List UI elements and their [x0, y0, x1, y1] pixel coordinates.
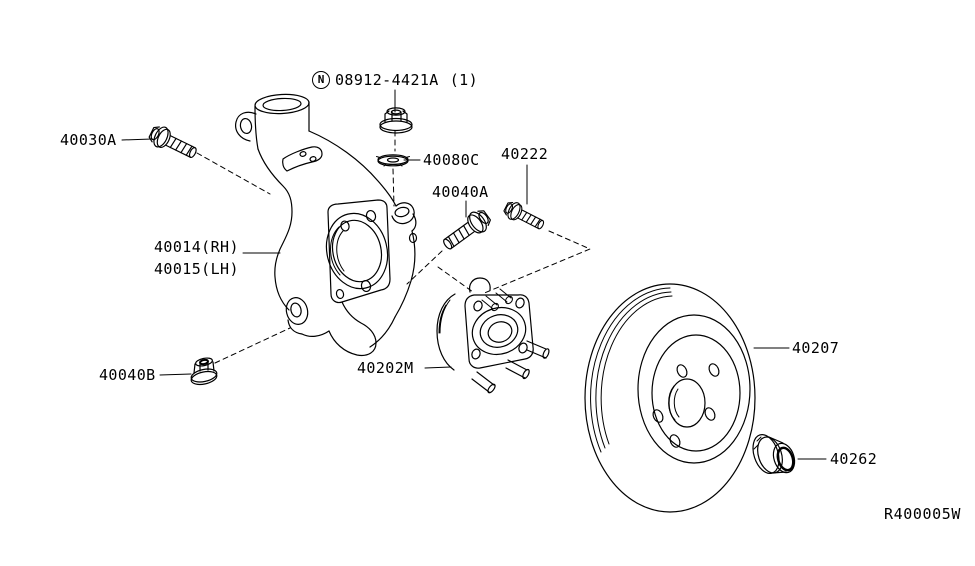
hub-bolt-small-drawing [501, 198, 548, 235]
lock-washer-drawing [376, 154, 410, 167]
standard-nut-quantity: (1) [449, 71, 479, 89]
callout-axle-locknut[interactable]: 40262 [830, 450, 878, 468]
assembly-guide-lines [196, 130, 591, 364]
callout-hub-bolt-small[interactable]: 40222 [501, 145, 549, 163]
standard-part-symbol-icon: N [312, 71, 330, 89]
brake-rotor-drawing [584, 283, 756, 513]
axle-locknut-drawing [752, 434, 796, 474]
callout-balljoint-nut[interactable]: 40040B [99, 366, 156, 384]
strut-bolt-drawing [146, 122, 201, 164]
standard-nut-part-number: 08912-4421A [335, 71, 439, 89]
callout-standard-nut[interactable]: N 08912-4421A (1) [312, 71, 478, 89]
callout-hub-bolt[interactable]: 40040A [432, 183, 489, 201]
callout-knuckle[interactable]: 40014(RH) 40015(LH) [154, 236, 239, 280]
callout-lock-washer[interactable]: 40080C [423, 151, 480, 169]
knuckle-rh-part-number: 40014(RH) [154, 238, 239, 256]
standard-nut-drawing [379, 107, 413, 134]
knuckle-lh-part-number: 40015(LH) [154, 260, 239, 278]
diagram-reference-code: R400005W [884, 505, 962, 523]
hub-assembly-drawing [436, 277, 550, 394]
callout-brake-rotor[interactable]: 40207 [792, 339, 840, 357]
callout-strut-bolt[interactable]: 40030A [60, 131, 117, 149]
balljoint-nut-drawing [190, 357, 218, 386]
callout-hub-assembly[interactable]: 40202M [357, 359, 414, 377]
leader-lines [121, 89, 827, 460]
knuckle-drawing [235, 93, 418, 357]
